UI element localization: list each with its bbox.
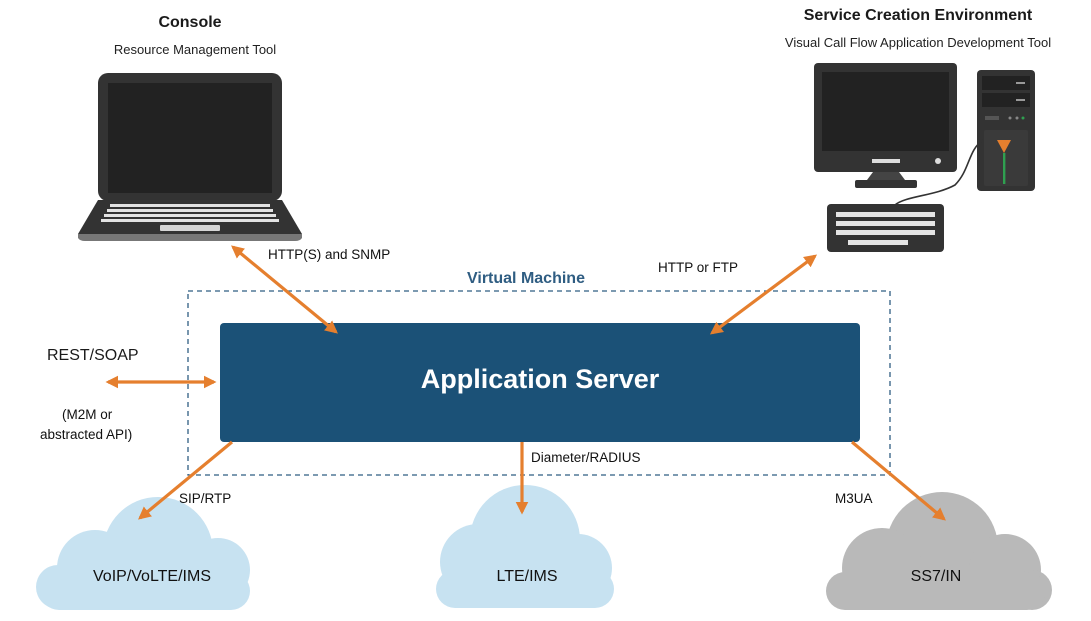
sce-arrow — [709, 254, 818, 335]
rest-note-line-2: abstracted API) — [40, 427, 133, 442]
m3ua-label: M3UA — [835, 491, 873, 506]
keyboard-cable — [894, 139, 984, 206]
ss7-cloud-shape — [826, 492, 1052, 610]
console-subtitle: Resource Management Tool — [113, 42, 277, 57]
sce-title: Service Creation Environment — [803, 7, 1033, 24]
keyboard-icon — [827, 204, 944, 252]
m3ua-arrow — [850, 440, 946, 521]
console-link-label: HTTP(S) and SNMP — [268, 247, 391, 262]
computer-tower-icon — [977, 70, 1035, 191]
lte-cloud-label: LTE/IMS — [496, 568, 558, 585]
rest-soap-label: REST/SOAP — [47, 347, 139, 364]
desktop-monitor-icon — [814, 63, 957, 188]
virtual-machine-label: Virtual Machine — [467, 270, 585, 287]
voip-cloud-shape — [36, 497, 250, 610]
console-title: Console — [158, 14, 222, 31]
application-server-box — [220, 323, 860, 442]
sip-rtp-label: SIP/RTP — [179, 491, 232, 506]
voip-cloud-label: VoIP/VoLTE/IMS — [93, 568, 211, 585]
sip-arrow — [138, 440, 234, 520]
sce-link-label: HTTP or FTP — [658, 260, 739, 275]
lte-cloud-shape — [436, 485, 614, 608]
diameter-radius-label: Diameter/RADIUS — [531, 450, 641, 465]
laptop-icon — [78, 73, 302, 241]
sce-subtitle: Visual Call Flow Application Development… — [784, 35, 1052, 50]
console-arrow — [231, 245, 338, 334]
application-server-label: Application Server — [420, 364, 660, 394]
laptop-keyboard — [101, 204, 279, 222]
ss7-cloud-label: SS7/IN — [910, 568, 962, 585]
virtual-machine-boundary — [187, 290, 891, 476]
rest-note-line-1: (M2M or — [62, 407, 113, 422]
